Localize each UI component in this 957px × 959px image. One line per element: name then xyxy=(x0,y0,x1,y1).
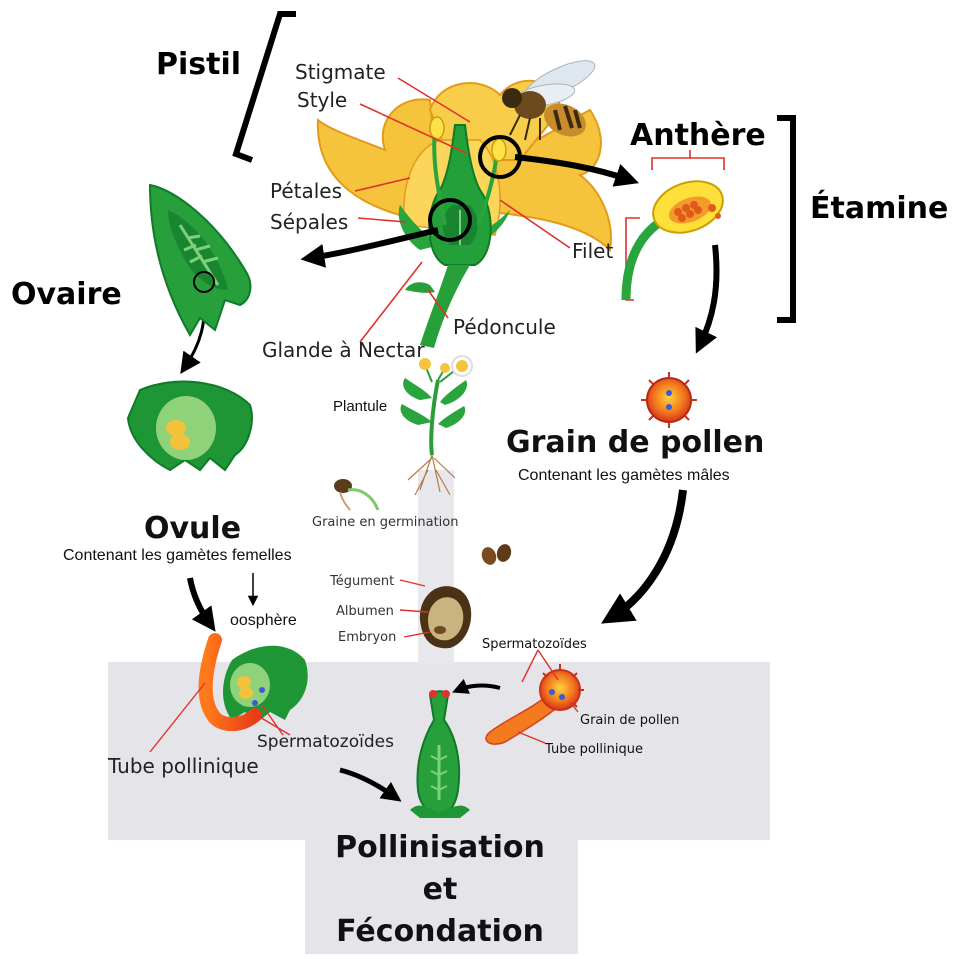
title-fecondation: Fécondation xyxy=(336,914,544,949)
label-filet: Filet xyxy=(572,239,613,263)
label-graine-germination: Graine en germination xyxy=(312,515,459,530)
label-style: Style xyxy=(297,88,347,112)
bee-head xyxy=(502,88,522,108)
germinating-seed xyxy=(334,479,378,510)
label-grain-pollen-sub: Contenant les gamètes mâles xyxy=(518,467,730,484)
label-pedoncule: Pédoncule xyxy=(453,315,556,339)
label-tube-pollinique-small: Tube pollinique xyxy=(544,742,643,757)
label-pistil: Pistil xyxy=(156,47,241,82)
label-plantule: Plantule xyxy=(333,398,387,415)
label-petales: Pétales xyxy=(270,179,342,203)
title-et: et xyxy=(423,872,458,907)
nectar-gland xyxy=(405,282,435,293)
anther-left xyxy=(430,117,444,139)
pistil-bracket xyxy=(236,14,296,160)
label-spermatozoides-right: Spermatozoïdes xyxy=(482,637,587,652)
label-glande: Glande à Nectar xyxy=(262,338,425,362)
ovary-detail xyxy=(150,185,250,335)
ovule-detail xyxy=(128,382,252,470)
label-tube-pollinique-left: Tube pollinique xyxy=(107,754,259,778)
label-sepales: Sépales xyxy=(270,210,348,234)
label-embryon: Embryon xyxy=(338,630,396,645)
label-etamine: Étamine xyxy=(810,190,948,226)
seedling-plant xyxy=(401,356,472,495)
label-stigmate: Stigmate xyxy=(295,60,386,84)
label-anthere: Anthère xyxy=(630,118,766,153)
pollen-body xyxy=(647,378,691,422)
seeds xyxy=(479,542,513,566)
pollen-grain xyxy=(641,372,697,428)
filament xyxy=(626,222,660,300)
label-oosphere: oosphère xyxy=(230,612,297,629)
title-pollinisation: Pollinisation xyxy=(335,830,545,865)
label-ovule: Ovule xyxy=(144,511,241,546)
label-ovule-sub: Contenant les gamètes femelles xyxy=(63,547,292,564)
label-tegument: Tégument xyxy=(329,574,394,589)
etamine-bracket xyxy=(777,118,793,320)
label-ovaire: Ovaire xyxy=(11,277,122,312)
label-albumen: Albumen xyxy=(336,604,394,619)
label-spermatozoides-left: Spermatozoïdes xyxy=(257,732,394,752)
seed-section xyxy=(420,586,471,648)
label-grain-pollen: Grain de pollen xyxy=(506,425,764,460)
label-grain-pollen-small: Grain de pollen xyxy=(580,713,679,728)
anther-right xyxy=(492,139,506,161)
